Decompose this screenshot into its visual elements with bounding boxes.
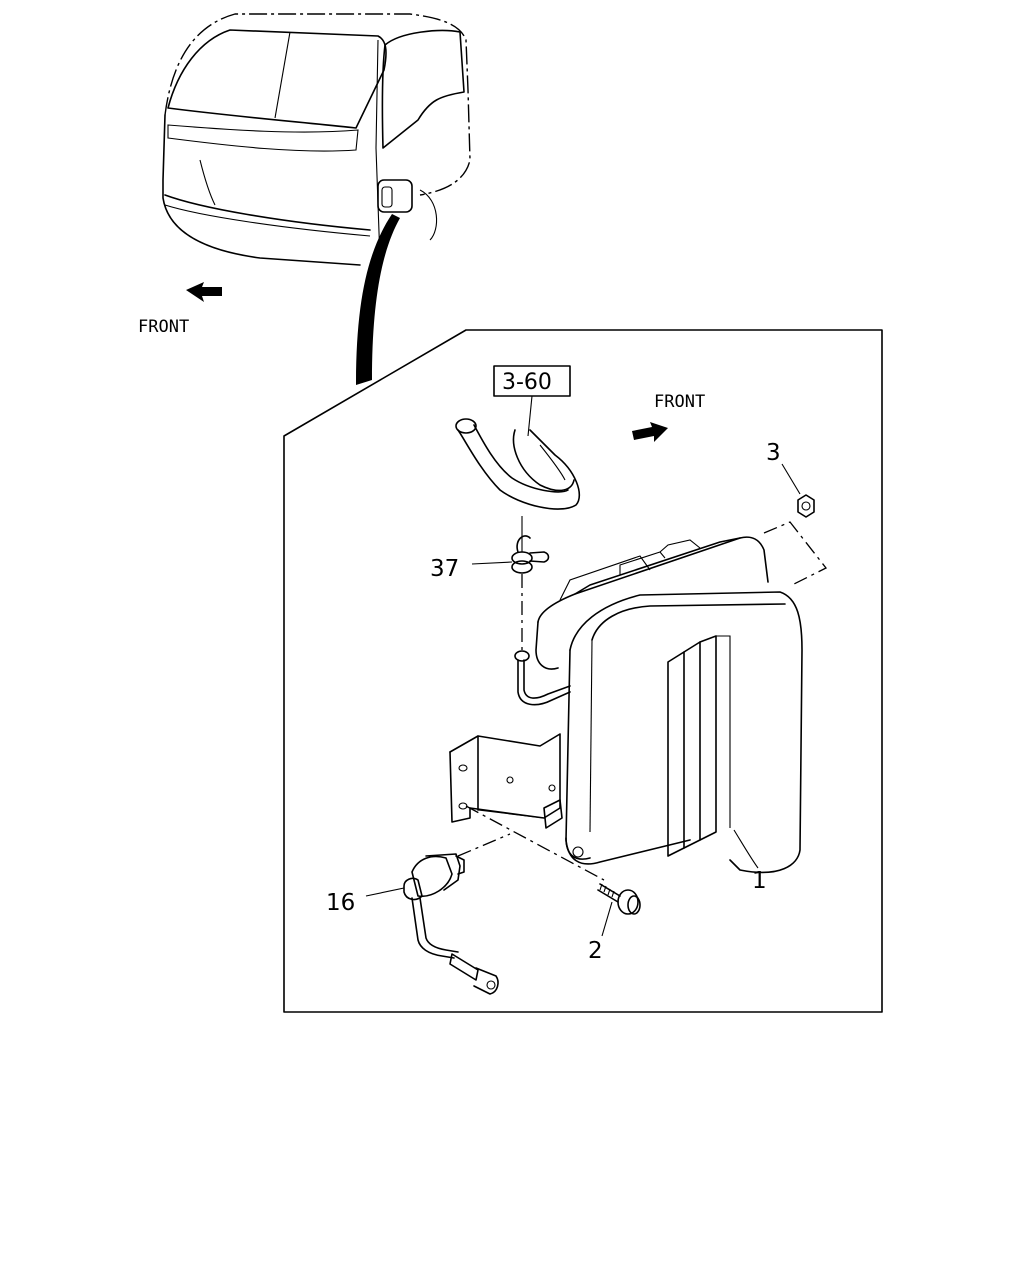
clip-part-37 bbox=[511, 516, 550, 574]
bolt-part-2 bbox=[597, 883, 641, 915]
detail-front-label: FRONT bbox=[654, 392, 705, 412]
front-arrow-left-icon bbox=[186, 282, 222, 302]
truck-cab-outline-icon bbox=[162, 13, 471, 385]
callout-3: 3 bbox=[766, 440, 781, 466]
front-arrow-right-icon bbox=[632, 422, 668, 442]
tank-part-1 bbox=[535, 536, 803, 874]
reference-box-text: 3-60 bbox=[502, 370, 552, 395]
reference-box: 3-60 bbox=[493, 365, 571, 397]
hose bbox=[455, 418, 581, 510]
callout-37: 37 bbox=[430, 556, 459, 582]
sensor-part-16 bbox=[403, 853, 499, 995]
bracket bbox=[449, 733, 563, 829]
callout-1: 1 bbox=[752, 868, 767, 894]
callout-2: 2 bbox=[588, 938, 603, 964]
nut-part-3 bbox=[797, 494, 815, 518]
detail-frame bbox=[283, 329, 883, 1013]
cab-front-label: FRONT bbox=[138, 317, 189, 337]
callout-16: 16 bbox=[326, 890, 355, 916]
